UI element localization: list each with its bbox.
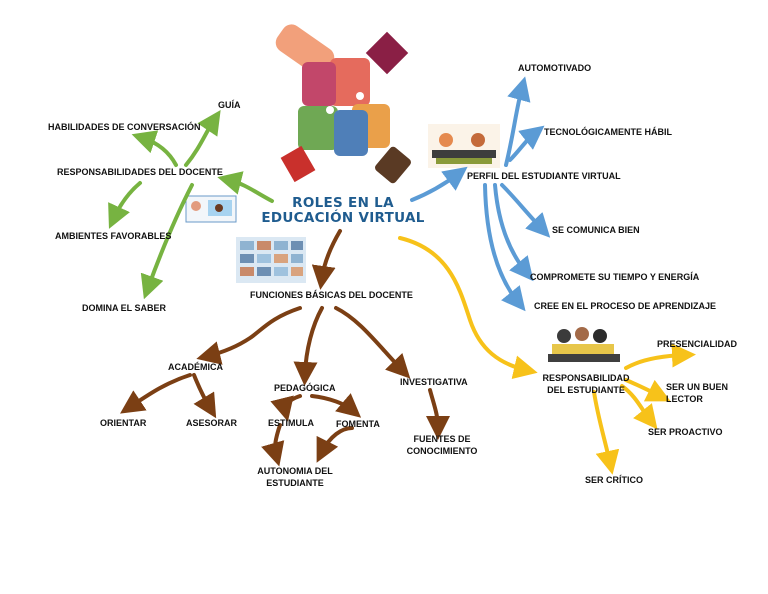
node-responsabilidad-estudiante: RESPONSABILIDAD DEL ESTUDIANTE [540, 372, 632, 396]
node-ser-proactivo: SER PROACTIVO [648, 427, 723, 437]
video-conference-grid-image [236, 237, 306, 283]
node-lector-line-1: SER UN BUEN [666, 382, 729, 392]
node-investigativa: INVESTIGATIVA [400, 377, 468, 387]
node-ambientes-favorables: AMBIENTES FAVORABLES [55, 231, 172, 241]
node-automotivado: AUTOMOTIVADO [518, 63, 592, 73]
node-responsabilidad-line-1: RESPONSABILIDAD [542, 373, 630, 383]
node-guia: GUÍA [218, 100, 241, 110]
node-ser-critico: SER CRÍTICO [585, 475, 644, 485]
node-domina-el-saber: DOMINA EL SABER [82, 303, 167, 313]
node-orientar: ORIENTAR [100, 418, 147, 428]
node-presencialidad: PRESENCIALIDAD [657, 339, 738, 349]
node-pedagogica: PEDAGÓGICA [274, 383, 336, 393]
node-estimula: ESTIMULA [268, 418, 314, 428]
node-asesorar: ASESORAR [186, 418, 238, 428]
node-academica: ACADÉMICA [168, 362, 223, 372]
three-students-image [548, 327, 620, 362]
students-desk-image [428, 124, 500, 168]
node-funciones-basicas: FUNCIONES BÁSICAS DEL DOCENTE [250, 290, 413, 300]
node-fuentes-line-1: FUENTES DE [413, 434, 471, 444]
node-responsabilidad-line-2: DEL ESTUDIANTE [547, 385, 625, 395]
central-title: ROLES EN LA EDUCACIÓN VIRTUAL [258, 196, 428, 226]
node-se-comunica-bien: SE COMUNICA BIEN [552, 225, 640, 235]
node-autonomia-estudiante: AUTONOMIA DEL ESTUDIANTE [252, 465, 338, 489]
yellow-branch-arrows [398, 236, 696, 475]
node-tecnologicamente-habil: TECNOLÓGICAMENTE HÁBIL [544, 127, 672, 137]
central-title-line-1: ROLES EN LA [292, 195, 394, 211]
node-fuentes-conocimiento: FUENTES DE CONOCIMIENTO [402, 433, 482, 457]
node-autonomia-line-2: ESTUDIANTE [266, 478, 324, 488]
node-perfil-estudiante-virtual: PERFIL DEL ESTUDIANTE VIRTUAL [467, 171, 621, 181]
node-ser-buen-lector: SER UN BUEN LECTOR [666, 381, 728, 405]
blue-branch-arrows [410, 76, 551, 312]
green-branch-arrows [108, 110, 274, 300]
node-fomenta: FOMENTA [336, 419, 380, 429]
node-fuentes-line-2: CONOCIMIENTO [406, 446, 478, 456]
central-title-line-2: EDUCACIÓN VIRTUAL [261, 210, 425, 226]
node-autonomia-line-1: AUTONOMIA DEL [257, 466, 333, 476]
node-cree-en-el-proceso: CREE EN EL PROCESO DE APRENDIZAJE [534, 301, 717, 311]
node-lector-line-2: LECTOR [666, 394, 703, 404]
puzzle-hands-image [275, 24, 411, 184]
teacher-video-call-image [185, 195, 237, 223]
brown-branch-arrows [120, 229, 450, 467]
node-responsabilidades-docente: RESPONSABILIDADES DEL DOCENTE [57, 167, 223, 177]
node-compromete-tiempo: COMPROMETE SU TIEMPO Y ENERGÍA [530, 272, 700, 282]
node-habilidades-conversacion: HABILIDADES DE CONVERSACIÓN [48, 122, 201, 132]
